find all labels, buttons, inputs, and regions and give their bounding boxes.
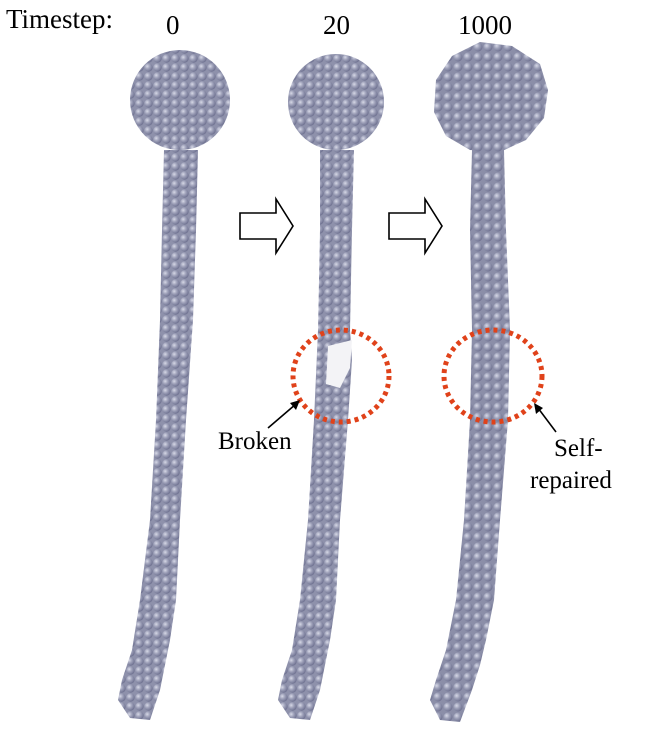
- specimen-timestep-1000: [430, 42, 548, 722]
- pointer-arrow-icon: [268, 400, 300, 428]
- self-repaired-annotation-line2: repaired: [530, 466, 612, 496]
- timestep-1000-label: 1000: [458, 10, 512, 40]
- specimen-timestep-0: [118, 50, 230, 720]
- self-repaired-annotation-line1: Self-: [554, 434, 603, 464]
- timestep-20-label: 20: [323, 10, 350, 40]
- right-hollow-arrow-icon: [389, 199, 442, 253]
- timestep-0-label: 0: [166, 10, 180, 40]
- broken-annotation: Broken: [218, 427, 292, 457]
- right-hollow-arrow-icon: [240, 199, 293, 253]
- pointer-arrow-icon: [534, 403, 556, 432]
- timestep-label: Timestep:: [6, 4, 113, 34]
